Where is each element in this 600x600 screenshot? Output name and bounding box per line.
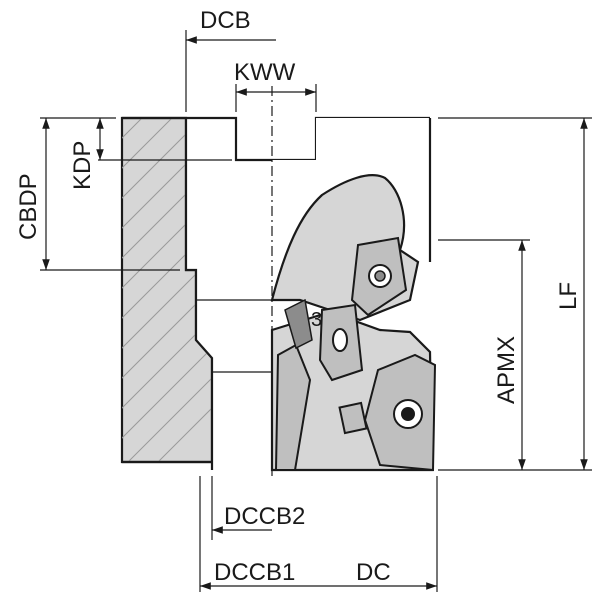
dcb-label: DCB bbox=[200, 7, 251, 34]
dimension-kdp: KDP bbox=[69, 118, 104, 190]
insert-upper bbox=[350, 236, 408, 317]
dimension-dccb1: DCCB1 bbox=[200, 559, 295, 590]
dimension-dc: DC bbox=[272, 559, 437, 590]
dimension-dccb2: DCCB2 bbox=[212, 503, 305, 534]
insert-middle bbox=[318, 303, 364, 382]
dimension-apmx: APMX bbox=[493, 240, 526, 470]
insert-edge bbox=[274, 298, 313, 471]
dimension-lf: LF bbox=[555, 118, 588, 470]
bore-interior bbox=[184, 118, 272, 470]
dimension-cbdp: CBDP bbox=[15, 118, 50, 270]
dimension-kww: KWW bbox=[234, 59, 316, 96]
apmx-label: APMX bbox=[493, 336, 520, 404]
kdp-label: KDP bbox=[69, 141, 96, 190]
dccb2-label: DCCB2 bbox=[224, 503, 305, 530]
dimension-dcb: DCB bbox=[186, 7, 276, 44]
dccb1-label: DCCB1 bbox=[214, 559, 295, 586]
lf-label: LF bbox=[555, 282, 582, 310]
dc-label: DC bbox=[356, 559, 391, 586]
extension-lines bbox=[40, 30, 592, 592]
insert-lower bbox=[338, 353, 437, 472]
cbdp-label: CBDP bbox=[15, 173, 42, 240]
insert-marker-label: 3 bbox=[311, 309, 322, 331]
kww-label: KWW bbox=[234, 59, 296, 86]
